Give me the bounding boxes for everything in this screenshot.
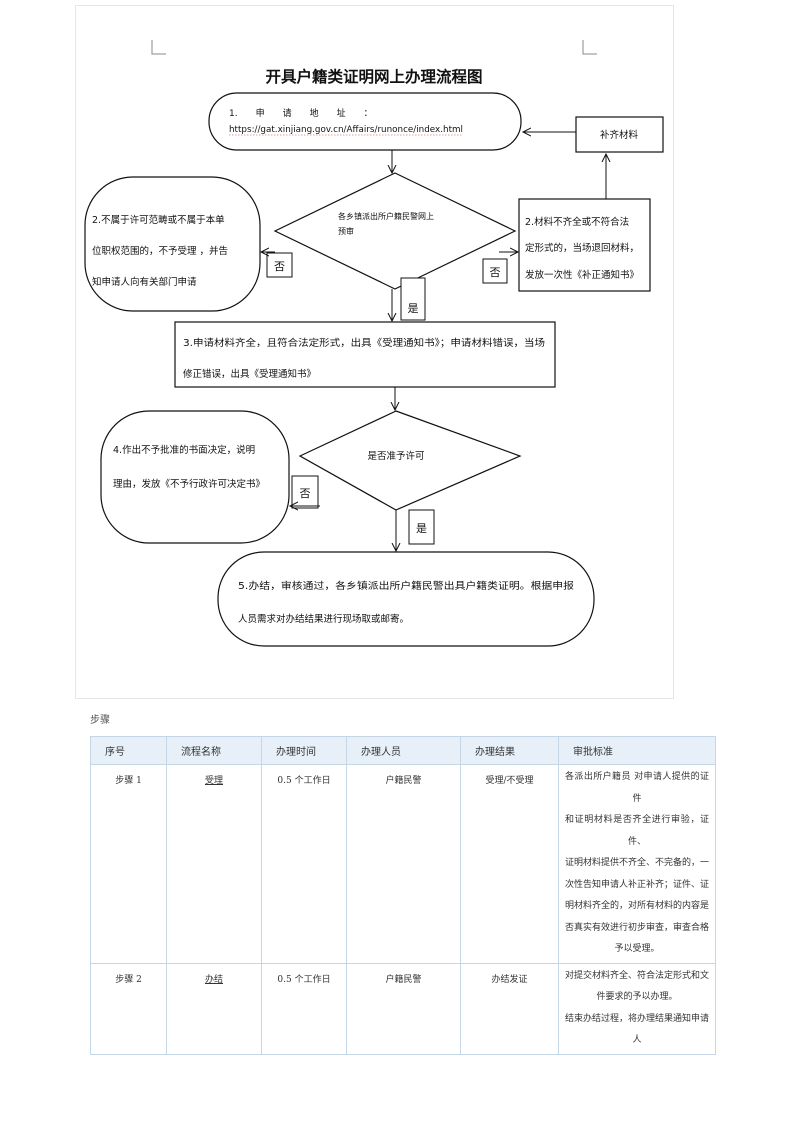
supplement-materials-text: 补齐材料 [600,129,639,141]
row1-standard: 各派出所户籍员 对申请人提供的证件 和证明材料是否齐全进行审验，证件、 证明材料… [558,764,716,964]
apply-address-line1: 1. 申 请 地 址 ： [229,107,373,119]
pretrial-line1: 各乡镇派出所户籍民警网上 [338,211,434,221]
row2-result: 办结发证 [460,962,559,1055]
svg-text:否: 否 [490,266,501,279]
deny-node: 4.作出不予批准的书面决定，说明 理由，发放《不予行政许可决定书》 [100,410,290,544]
table-header-row: 序号 流程名称 办理时间 办理人员 办理结果 审批标准 [90,736,716,765]
row2-seq: 步骤 2 [90,962,167,1055]
finish-line1: 5.办结，审核通过，各乡镇派出所户籍民警出具户籍类证明。根据申报 [238,580,575,592]
document-page: 开具户籍类证明网上办理流程图 1. 申 请 地 址 ： https://gat.… [76,6,673,698]
header-standard: 审批标准 [558,736,716,765]
pretrial-line2: 预审 [338,226,354,236]
approve-question: 是否准予许可 [367,450,424,462]
header-result: 办理结果 [460,736,559,765]
table-row: 步骤 1 受理 0.5 个工作日 户籍民警 受理/不受理 各派出所户籍员 对申请… [90,764,716,964]
incomplete-line1: 2.材料不齐全或不符合法 [525,216,629,228]
reject-scope-line3: 知申请人向有关部门申请 [92,276,197,288]
incomplete-materials-node: 2.材料不齐全或不符合法 定形式的，当场退回材料， 发放一次性《补正通知书》 [518,198,651,292]
row2-name-link[interactable]: 办结 [204,974,223,985]
row1-time: 0.5 个工作日 [261,764,347,964]
incomplete-line2: 定形式的，当场退回材料， [525,242,639,254]
header-time: 办理时间 [261,736,347,765]
steps-section-label: 步骤 [90,715,110,726]
finish-node: 5.办结，审核通过，各乡镇派出所户籍民警出具户籍类证明。根据申报 人员需求对办结… [217,551,595,647]
no-label-left: 否 [266,252,293,278]
finish-line2: 人员需求对办结结果进行现场取或邮寄。 [238,613,409,625]
row1-name-link[interactable]: 受理 [204,776,223,786]
row1-seq: 步骤 1 [90,764,167,964]
accept-line1: 3.申请材料齐全，且符合法定形式，出具《受理通知书》；申请材料错误，当场 [183,337,545,349]
row2-staff: 户籍民警 [346,962,461,1055]
accept-line2: 修正错误，出具《受理通知书》 [183,368,316,380]
reject-scope-line2: 位职权范围的，不予受理 ，并告 [92,245,228,257]
header-name: 流程名称 [166,736,262,765]
yes-label-2: 是 [408,509,435,545]
reject-scope-node: 2.不属于许可范畴或不属于本单 位职权范围的，不予受理 ，并告 知申请人向有关部… [84,176,261,312]
header-seq: 序号 [90,736,167,765]
flow-arrows [261,132,606,551]
svg-text:否: 否 [300,487,311,500]
table-row: 步骤 2 办结 0.5 个工作日 户籍民警 办结发证 对提交材料齐全、符合法定形… [90,962,716,1055]
header-staff: 办理人员 [346,736,461,765]
apply-address-url: https://gat.xinjiang.gov.cn/Affairs/runo… [229,125,463,135]
no-label-right: 否 [482,258,508,284]
steps-table: 序号 流程名称 办理时间 办理人员 办理结果 审批标准 步骤 1 受理 0.5 … [90,736,716,1055]
flowchart-title: 开具户籍类证明网上办理流程图 [265,67,482,86]
row1-result: 受理/不受理 [460,764,559,964]
svg-text:否: 否 [274,260,285,273]
incomplete-line3: 发放一次性《补正通知书》 [525,269,639,281]
apply-address-node: 1. 申 请 地 址 ： https://gat.xinjiang.gov.cn… [208,92,522,151]
page-corner-marks [151,40,597,55]
approve-decision-node: 是否准予许可 [298,410,522,511]
supplement-materials-node: 补齐材料 [575,116,664,153]
reject-scope-line1: 2.不属于许可范畴或不属于本单 [92,214,225,226]
flowchart: 开具户籍类证明网上办理流程图 1. 申 请 地 址 ： https://gat.… [84,40,664,647]
yes-label-1: 是 [400,277,426,321]
accept-node: 3.申请材料齐全，且符合法定形式，出具《受理通知书》；申请材料错误，当场 修正错… [174,321,556,388]
deny-line2: 理由，发放《不予行政许可决定书》 [113,478,265,490]
svg-text:是: 是 [416,522,427,535]
row2-time: 0.5 个工作日 [261,962,347,1055]
deny-line1: 4.作出不予批准的书面决定，说明 [113,444,255,456]
no-label-2: 否 [291,475,319,509]
row2-standard: 对提交材料齐全、符合法定形式和文 件要求的予以办理。 结束办结过程，将办理结果通… [558,962,716,1055]
row1-staff: 户籍民警 [346,764,461,964]
pretrial-decision-node: 各乡镇派出所户籍民警网上 预审 [273,172,517,290]
svg-text:是: 是 [408,302,419,315]
